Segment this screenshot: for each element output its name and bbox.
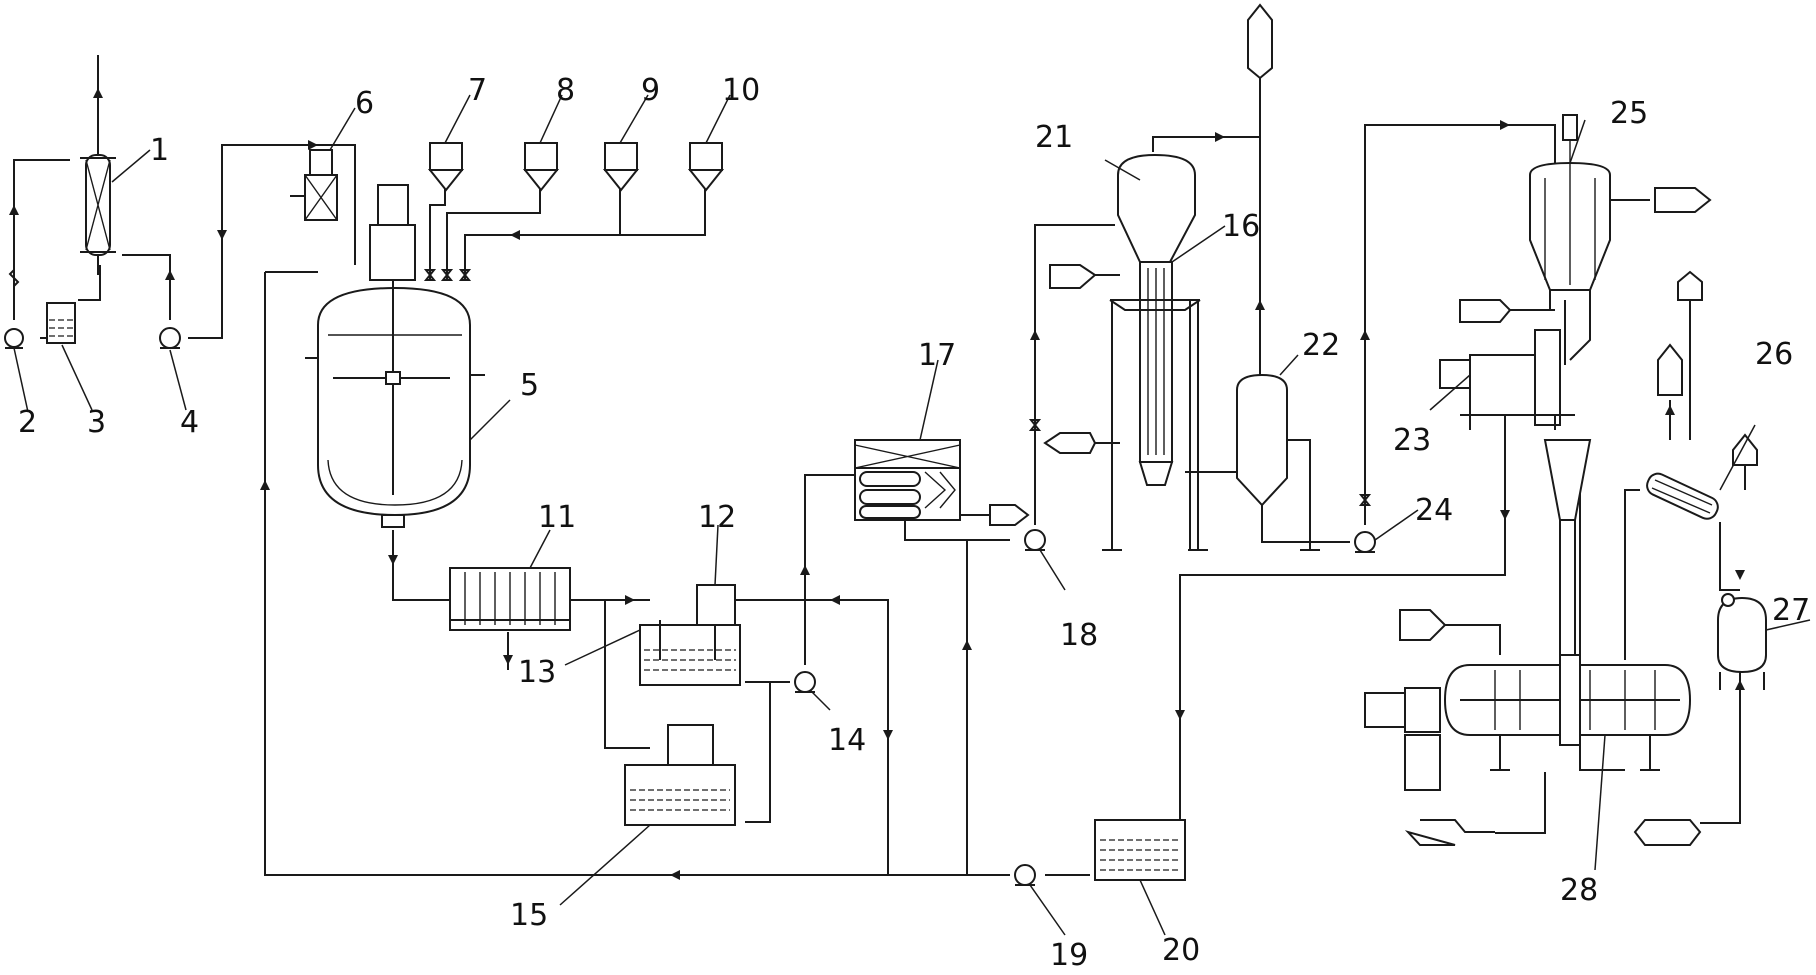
label-3: 3 bbox=[87, 405, 106, 440]
label-7: 7 bbox=[468, 73, 487, 108]
equipment-5-reactor bbox=[305, 184, 485, 528]
label-16: 16 bbox=[1222, 209, 1260, 244]
label-26: 26 bbox=[1755, 337, 1793, 372]
equipment-14-pump bbox=[794, 671, 816, 693]
equipment-8-hopper bbox=[522, 142, 560, 192]
label-8: 8 bbox=[556, 73, 575, 108]
valves bbox=[8, 269, 1372, 506]
label-2: 2 bbox=[18, 405, 37, 440]
equipment-9-hopper bbox=[602, 142, 640, 192]
discharge-chute bbox=[1543, 439, 1592, 521]
equipment-27-receiver bbox=[1717, 593, 1767, 690]
equipment-21-evaporator bbox=[1102, 153, 1208, 551]
flow-arrows bbox=[9, 88, 1745, 880]
label-19: 19 bbox=[1050, 938, 1088, 973]
equipment-28-paddle-dryer bbox=[1364, 654, 1692, 791]
label-18: 18 bbox=[1060, 618, 1098, 653]
label-22: 22 bbox=[1302, 328, 1340, 363]
equipment-18-pump bbox=[1024, 529, 1046, 551]
label-27: 27 bbox=[1772, 593, 1810, 628]
label-6: 6 bbox=[355, 86, 374, 121]
label-11: 11 bbox=[538, 500, 576, 535]
equipment-24-pump bbox=[1354, 531, 1376, 553]
equipment-15-tank bbox=[624, 724, 736, 826]
inlet-tag-26-left bbox=[1657, 343, 1683, 396]
equipment-25-crystallizer bbox=[1529, 114, 1611, 361]
label-5: 5 bbox=[520, 368, 539, 403]
inlet-tag-21a bbox=[1049, 264, 1097, 289]
label-1: 1 bbox=[150, 133, 169, 168]
equipment-3-tank bbox=[46, 302, 76, 344]
equipment-2-pump bbox=[4, 328, 24, 349]
equipment-4-pump bbox=[159, 327, 181, 349]
outlet-tag-25b bbox=[1459, 299, 1512, 323]
label-10: 10 bbox=[722, 73, 760, 108]
label-12: 12 bbox=[698, 500, 736, 535]
vapor-outlet-tag bbox=[1247, 3, 1273, 80]
outlet-tag-25a bbox=[1654, 187, 1712, 213]
inlet-tag-28-top bbox=[1399, 609, 1447, 641]
equipment-17-heat-exchanger bbox=[854, 439, 961, 521]
discharge-pipe bbox=[1559, 519, 1576, 666]
label-15: 15 bbox=[510, 898, 548, 933]
equipment-numbers: 1 2 3 4 5 6 7 8 9 10 11 12 13 14 15 16 1… bbox=[18, 73, 1810, 973]
label-25: 25 bbox=[1610, 96, 1648, 131]
equipment-22-separator bbox=[1236, 373, 1320, 551]
outlet-tag-27-bottom bbox=[1633, 819, 1702, 846]
label-9: 9 bbox=[641, 73, 660, 108]
equipment-20-tank bbox=[1094, 819, 1186, 881]
outlet-tag-28-bottom bbox=[1404, 819, 1495, 846]
equipment-6-dosing-unit bbox=[290, 149, 338, 221]
label-14: 14 bbox=[828, 723, 866, 758]
equipment-13-tank bbox=[639, 584, 741, 686]
equipment-1-packed-column bbox=[80, 115, 116, 275]
equipment-7-hopper bbox=[427, 142, 465, 192]
label-13: 13 bbox=[518, 655, 556, 690]
inlet-tag-26-top bbox=[1677, 270, 1703, 301]
label-21: 21 bbox=[1035, 120, 1073, 155]
inlet-tag-21b bbox=[1043, 432, 1097, 454]
equipment-26-condenser bbox=[1646, 472, 1719, 520]
equipment-10-hopper bbox=[687, 142, 725, 192]
equipment-11-filter-press bbox=[449, 567, 571, 631]
equipment-23-centrifuge bbox=[1439, 329, 1575, 430]
label-28: 28 bbox=[1560, 873, 1598, 908]
label-24: 24 bbox=[1415, 493, 1453, 528]
label-17: 17 bbox=[918, 338, 956, 373]
equipment-19-pump bbox=[1014, 864, 1036, 886]
outlet-tag-26-right bbox=[1732, 433, 1758, 466]
label-4: 4 bbox=[180, 405, 199, 440]
outlet-tag-17 bbox=[989, 504, 1030, 526]
label-20: 20 bbox=[1162, 933, 1200, 968]
label-23: 23 bbox=[1393, 423, 1431, 458]
leader-lines bbox=[13, 94, 1811, 936]
